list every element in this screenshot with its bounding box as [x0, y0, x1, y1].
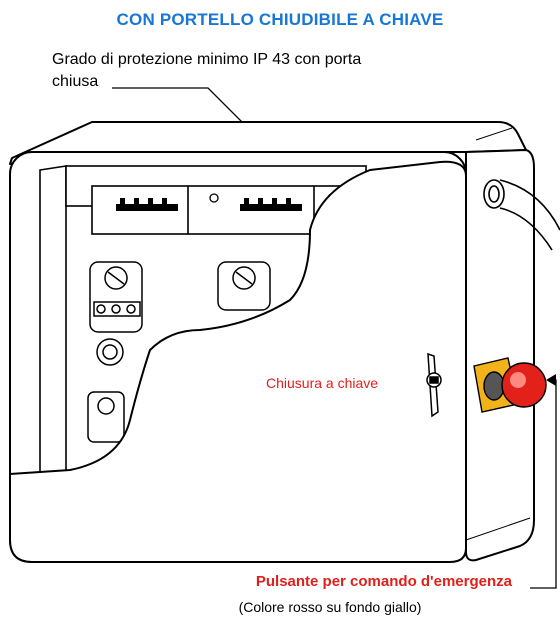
emergency-sublabel: (Colore rosso su fondo giallo) — [238, 599, 422, 615]
cable-entry — [483, 179, 560, 251]
breaker-module-right — [240, 198, 302, 211]
door-panel — [9, 160, 467, 563]
lower-component — [87, 391, 125, 443]
key-lock-icon — [426, 352, 442, 418]
protection-note: Grado di protezione minimo IP 43 con por… — [52, 49, 482, 93]
emergency-button — [473, 357, 547, 413]
side-face-shading — [465, 127, 531, 541]
cable-gland-left — [96, 338, 124, 366]
rail-screw-icon — [209, 193, 219, 203]
protection-note-line2: chiusa — [52, 73, 99, 90]
fuse-holder-right — [217, 261, 271, 311]
emergency-leader-line — [530, 374, 557, 589]
lock-label: Chiusura a chiave — [266, 375, 379, 391]
emergency-label: Pulsante per comando d'emergenza — [255, 573, 512, 590]
breaker-module-left — [116, 198, 178, 211]
protection-note-line1: Grado di protezione minimo IP 43 con por… — [52, 51, 362, 68]
fuse-holder-left — [89, 261, 143, 333]
diagram-title: CON PORTELLO CHIUDIBILE A CHIAVE — [116, 10, 444, 29]
